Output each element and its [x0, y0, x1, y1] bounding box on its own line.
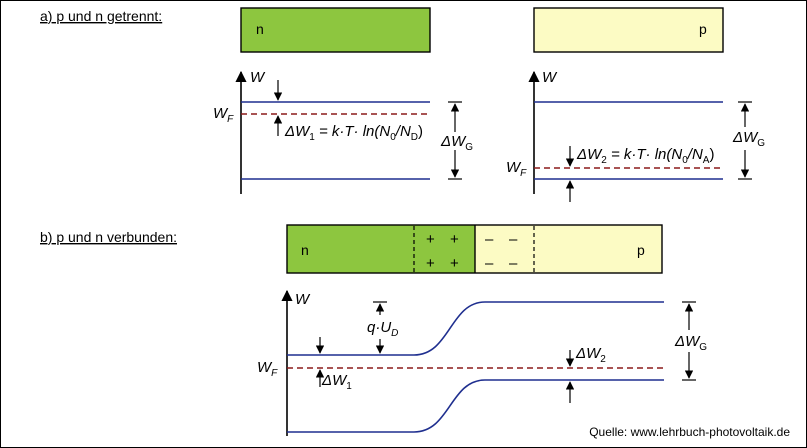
junction-energy-axis-label: W — [295, 291, 311, 308]
p-gap-label: ΔWG — [732, 129, 765, 149]
donor-charge: + — [426, 231, 435, 248]
p-fermi-label: WF — [506, 159, 527, 179]
acceptor-charge: – — [509, 231, 518, 248]
n-fermi-label: WF — [213, 105, 234, 125]
p-region-label: p — [637, 242, 645, 258]
donor-charge: + — [450, 255, 459, 272]
p-region — [475, 225, 662, 273]
n-box — [240, 7, 431, 53]
n-box-label: n — [256, 21, 264, 37]
acceptor-charge: – — [485, 231, 494, 248]
n-region-label: n — [301, 242, 309, 258]
donor-charge: + — [426, 255, 435, 272]
junction-conduction-band — [287, 301, 664, 356]
junction-valence-band — [287, 379, 664, 433]
acceptor-charge: – — [509, 255, 518, 272]
junction-gap-label: ΔWG — [674, 333, 707, 353]
n-gap-label: ΔWG — [440, 133, 473, 153]
p-box — [533, 7, 724, 53]
qud-label: q·UD — [367, 319, 398, 339]
acceptor-charge: – — [485, 255, 494, 272]
junction-delta2-label: ΔW2 — [575, 345, 606, 365]
delta2-formula: ΔW2 = k·T· ln(N0/NA) — [576, 146, 714, 166]
n-energy-axis-label: W — [250, 69, 266, 86]
source-credit: Quelle: www.lehrbuch-photovoltaik.de — [589, 425, 790, 439]
section-a-heading: a) p und n getrennt: — [40, 8, 162, 24]
donor-charge: + — [450, 231, 459, 248]
junction-fermi-label: WF — [257, 359, 278, 379]
junction-delta1-label: ΔW1 — [321, 372, 352, 392]
p-box-label: p — [699, 21, 707, 37]
section-b-heading: b) p und n verbunden: — [40, 229, 177, 245]
n-region — [287, 225, 475, 273]
p-energy-axis-label: W — [542, 69, 558, 86]
delta1-formula: ΔW1 = k·T· ln(N0/ND) — [284, 123, 423, 143]
